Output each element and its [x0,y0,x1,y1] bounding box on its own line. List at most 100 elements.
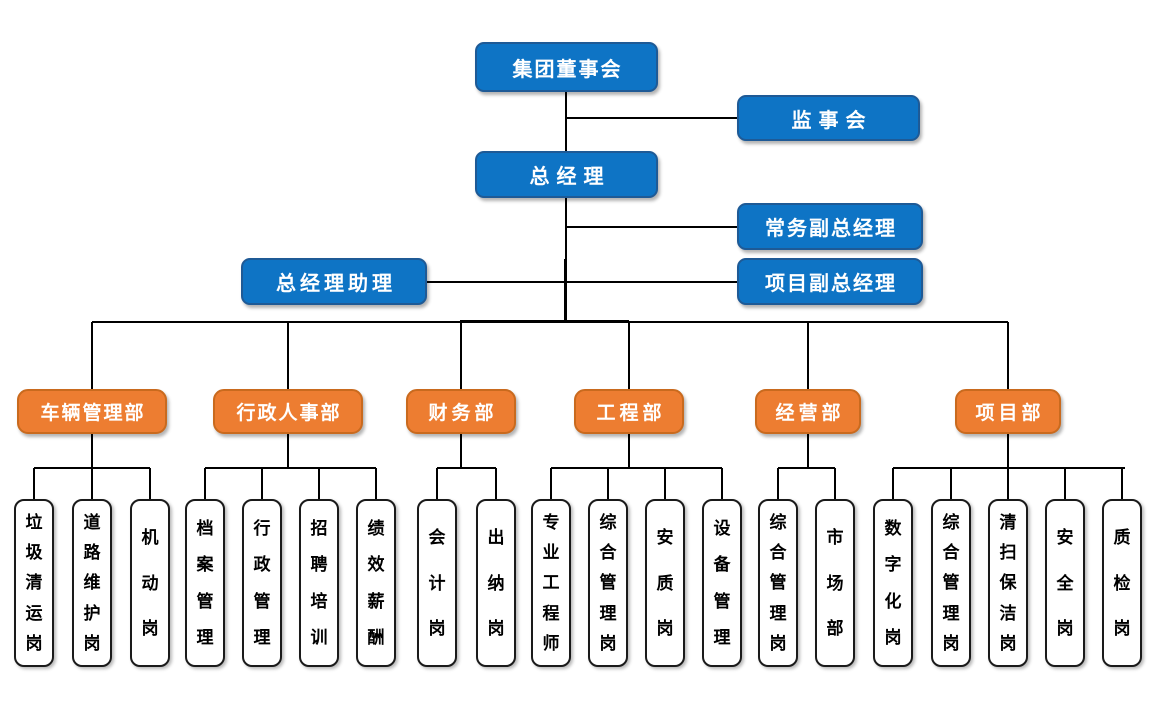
connector-line [807,322,809,389]
connector-line [261,468,263,499]
dept-project: 项目部 [955,389,1061,434]
connector-line [777,468,779,499]
position-label: 道路维护岗 [83,513,101,653]
connector-line [437,467,496,469]
connector-line [551,467,722,469]
connector-line [205,467,376,469]
position-box: 安全岗 [1045,499,1085,667]
node-general-manager: 总经理 [475,151,658,198]
dept-finance: 财务部 [406,389,516,434]
position-label: 市场部 [826,528,844,638]
connector-line [550,468,552,499]
position-label: 招聘培训 [310,519,328,647]
position-label: 综合管理岗 [942,513,960,653]
node-project-deputy-gm-label: 项目副总经理 [765,273,897,295]
dept-label: 工程部 [596,403,666,424]
position-box: 机动岗 [130,499,170,667]
dept-vehicle-management: 车辆管理部 [17,389,167,434]
connector-line [436,468,438,499]
position-box: 招聘培训 [299,499,339,667]
position-label: 综合管理岗 [769,513,787,653]
position-box: 清扫保洁岗 [988,499,1028,667]
node-gm-assistant: 总经理助理 [241,258,427,305]
position-box: 道路维护岗 [72,499,112,667]
position-box: 绩效薪酬 [356,499,396,667]
position-label: 综合管理岗 [599,513,617,653]
connector-line [91,468,93,499]
node-executive-deputy-gm-label: 常务副总经理 [765,218,897,240]
position-box: 档案管理 [185,499,225,667]
connector-line [33,468,35,499]
position-label: 出纳岗 [487,528,505,638]
dept-admin-hr: 行政人事部 [213,389,363,434]
connector-line [565,198,567,259]
position-label: 设备管理 [713,519,731,647]
position-box: 综合管理岗 [758,499,798,667]
position-label: 绩效薪酬 [367,519,385,647]
connector-line [893,467,1125,469]
connector-line [91,434,93,468]
dept-label: 财务部 [428,403,498,424]
dept-label: 车辆管理部 [40,403,146,424]
dept-operations: 经营部 [755,389,861,434]
position-box: 出纳岗 [476,499,516,667]
position-label: 垃圾清运岗 [25,513,43,653]
connector-line [807,434,809,468]
connector-line [1007,468,1009,499]
connector-line [34,467,150,469]
position-label: 数字化岗 [884,519,902,647]
position-box: 综合管理岗 [588,499,628,667]
position-label: 质检岗 [1113,528,1131,638]
connector-line [318,468,320,499]
position-label: 清扫保洁岗 [999,513,1017,653]
node-gm-assistant-label: 总经理助理 [276,273,396,295]
position-label: 机动岗 [141,528,159,638]
connector-line [460,434,462,468]
node-board-label: 集团董事会 [512,58,623,81]
node-supervisory: 监事会 [737,95,920,141]
dept-label: 经营部 [775,403,845,424]
position-label: 专业工程师 [542,513,560,653]
position-box: 会计岗 [417,499,457,667]
position-box: 综合管理岗 [931,499,971,667]
node-project-deputy-gm: 项目副总经理 [737,258,923,305]
position-label: 行政管理 [253,519,271,647]
connector-line [664,468,666,499]
position-label: 档案管理 [196,519,214,647]
position-box: 垃圾清运岗 [14,499,54,667]
connector-line [566,117,737,119]
connector-line [495,468,497,499]
position-label: 安全岗 [1056,528,1074,638]
connector-line [427,281,737,283]
connector-line [204,468,206,499]
position-box: 数字化岗 [873,499,913,667]
connector-line [607,468,609,499]
node-executive-deputy-gm: 常务副总经理 [737,203,923,250]
node-supervisory-label: 监事会 [791,109,873,132]
connector-line [721,468,723,499]
node-board: 集团董事会 [475,42,658,92]
connector-line [1121,468,1123,499]
connector-line [287,322,289,389]
position-box: 安质岗 [645,499,685,667]
position-box: 质检岗 [1102,499,1142,667]
connector-line [1064,468,1066,499]
connector-line [564,259,567,322]
dept-label: 行政人事部 [236,403,342,424]
position-box: 市场部 [815,499,855,667]
connector-line [460,320,629,323]
connector-line [287,434,289,468]
connector-line [950,468,952,499]
position-label: 安质岗 [656,528,674,638]
position-box: 设备管理 [702,499,742,667]
dept-label: 项目部 [975,403,1045,424]
connector-line [566,226,737,228]
connector-line [834,468,836,499]
dept-engineering: 工程部 [574,389,684,434]
connector-line [375,468,377,499]
position-box: 行政管理 [242,499,282,667]
connector-line [149,468,151,499]
connector-line [1007,434,1009,468]
connector-line [892,468,894,499]
